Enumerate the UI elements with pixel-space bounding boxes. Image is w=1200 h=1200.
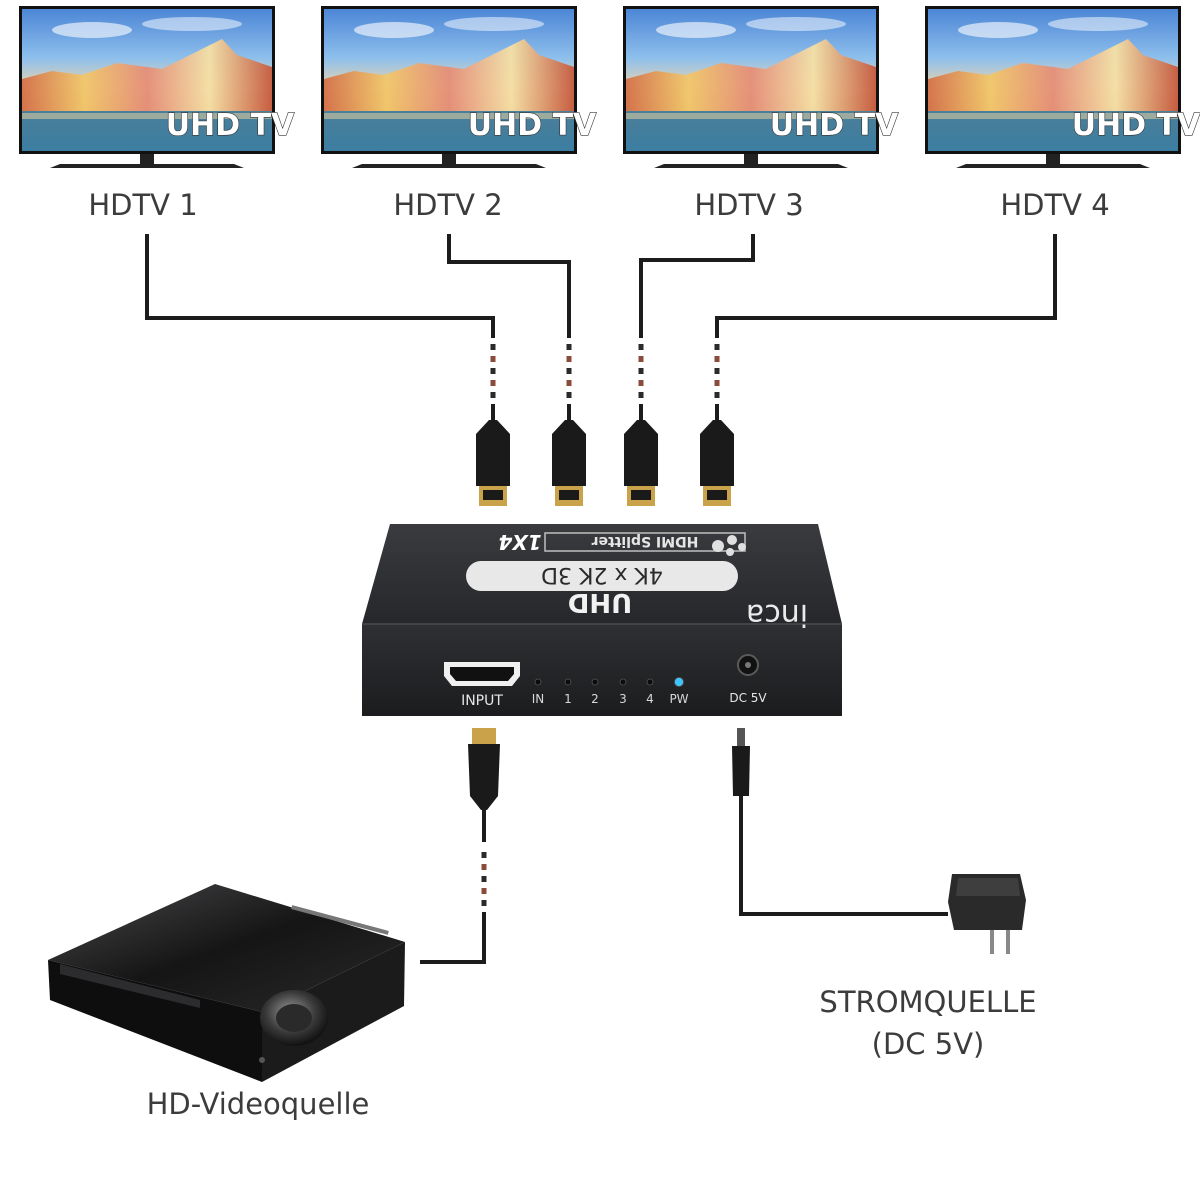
hdmi-plug-1	[476, 344, 510, 506]
svg-text:2: 2	[591, 692, 599, 706]
input-hdmi-plug	[472, 728, 496, 746]
splitter-uhd-label: UHD	[568, 587, 632, 617]
splitter-title-text: HDMI Splitter	[591, 533, 698, 549]
cable-hdtv-3	[639, 234, 755, 338]
cable-hdtv-4	[715, 234, 1057, 338]
player-front-left	[48, 960, 262, 1082]
svg-text:4: 4	[646, 692, 654, 706]
tv-screen-text: UHD TV	[468, 108, 597, 143]
splitter-resolution: 4K x 2K 3D	[541, 562, 663, 587]
cable-hdtv-1	[145, 234, 495, 338]
tv-label-2: HDTV 2	[393, 188, 502, 222]
svg-text:3: 3	[619, 692, 627, 706]
led-1: 1	[564, 678, 572, 706]
led-in: IN	[532, 678, 545, 706]
svg-text:PW: PW	[669, 692, 688, 706]
tv-screen-text: UHD TV	[1072, 108, 1200, 143]
tv-label-3: HDTV 3	[694, 188, 803, 222]
hdmi-plugs-top	[476, 344, 734, 506]
power-source-line2: (DC 5V)	[872, 1027, 985, 1061]
hdmi-splitter-device: HDMI Splitter 1X4 4K x 2K 3D UHD inca IN…	[362, 524, 842, 716]
tv-screen-text: UHD TV	[770, 108, 899, 143]
hdmi-plug-2	[552, 344, 586, 506]
svg-text:IN: IN	[532, 692, 545, 706]
resolution-pill	[466, 561, 738, 591]
status-leds: IN 1 2 3 4 PW	[532, 677, 689, 706]
player-front-right	[262, 942, 405, 1082]
splitter-logo-dots	[712, 535, 746, 556]
power-source-line1: STROMQUELLE	[819, 985, 1036, 1019]
dc-plug-tip	[737, 728, 745, 748]
tv-4: UHD TV HDTV 4	[925, 6, 1200, 222]
led-4: 4	[646, 678, 654, 706]
tv-label-4: HDTV 4	[1000, 188, 1109, 222]
tv-cables	[145, 234, 1057, 338]
led-2: 2	[591, 678, 599, 706]
tv-label-1: HDTV 1	[88, 188, 197, 222]
hdmi-plug-4	[700, 344, 734, 506]
splitter-front-face	[362, 624, 842, 716]
input-cable	[420, 728, 500, 964]
cable-hdtv-2	[447, 234, 571, 338]
tv-3: UHD TV HDTV 3	[623, 6, 900, 222]
splitter-title-badge: 1X4	[498, 530, 541, 554]
input-port-label: INPUT	[461, 693, 503, 709]
hd-video-source-device	[48, 884, 405, 1082]
led-3: 3	[619, 678, 627, 706]
power-cable	[732, 728, 1026, 954]
input-cable-dashes	[481, 852, 487, 906]
player-top-face	[48, 884, 405, 1012]
tv-screen-text: UHD TV	[166, 108, 295, 143]
tv-2: UHD TV HDTV 2	[321, 6, 598, 222]
dc-jack-label: DC 5V	[729, 691, 767, 705]
svg-text:1: 1	[564, 692, 572, 706]
splitter-brand: inca	[746, 597, 808, 632]
video-source-label: HD-Videoquelle	[147, 1087, 370, 1121]
led-pw: PW	[669, 677, 689, 706]
hdmi-plug-3	[624, 344, 658, 506]
tv-1: UHD TV HDTV 1	[19, 6, 296, 222]
